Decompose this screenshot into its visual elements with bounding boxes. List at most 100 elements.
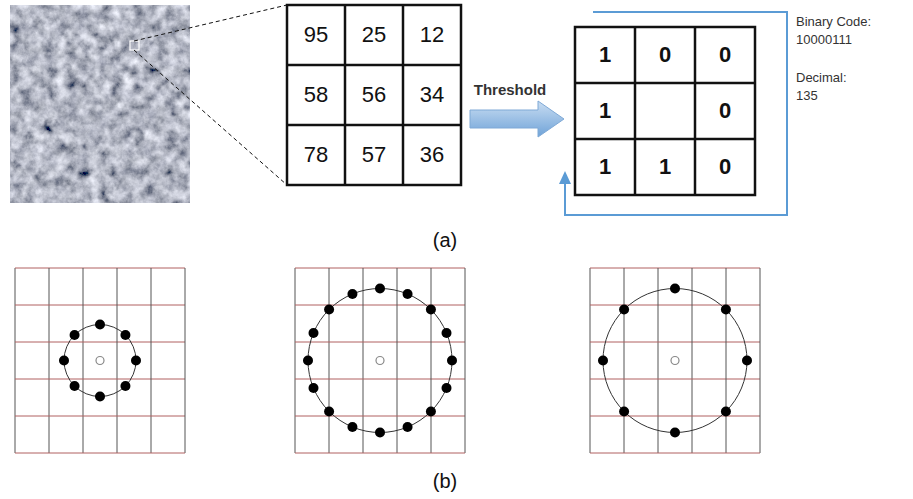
code-value: 135	[796, 89, 818, 103]
center-pixel	[671, 357, 679, 365]
table-cell: 34	[420, 83, 444, 107]
grid-line	[295, 268, 465, 269]
sampling-circle	[64, 325, 136, 397]
texture-photo	[10, 5, 190, 203]
table-cell: 0	[719, 43, 731, 67]
grid-line	[117, 268, 118, 453]
zoom-line	[134, 50, 287, 185]
table-cell: 78	[304, 143, 328, 167]
table-cell: 57	[362, 143, 386, 167]
grid-line	[15, 268, 185, 269]
grid-line	[624, 268, 625, 453]
block-arrow	[470, 101, 564, 137]
code-value: 10000111	[796, 33, 852, 47]
grid-line	[658, 268, 659, 453]
sample-point	[59, 356, 69, 366]
sample-point	[95, 392, 105, 402]
grid-line	[590, 268, 591, 453]
table-cell: 1	[599, 43, 611, 67]
grid-line	[49, 268, 50, 453]
sample-point	[447, 356, 457, 366]
grid-line	[590, 416, 760, 417]
grid-line	[575, 82, 755, 85]
sample-point	[70, 381, 80, 391]
grid-line	[694, 27, 697, 195]
sample-point	[347, 422, 357, 432]
grid-line	[15, 342, 185, 343]
sample-point	[131, 356, 141, 366]
grid-line	[295, 305, 465, 306]
sample-point	[70, 330, 80, 340]
grid-line	[590, 268, 760, 269]
grid-line	[590, 305, 760, 306]
grid-line	[575, 138, 755, 141]
grid-line	[344, 5, 347, 185]
binary-grid	[575, 27, 755, 195]
grid-line	[15, 305, 185, 306]
table-cell: 0	[719, 155, 731, 179]
table-cell: 95	[304, 23, 328, 47]
grid-line	[83, 268, 84, 453]
neighbourhood-grids	[15, 268, 760, 453]
table-cell: 0	[719, 99, 731, 123]
sample-point	[426, 305, 436, 315]
grid-line	[465, 268, 466, 453]
code-label: Binary Code:	[796, 15, 871, 29]
sample-point	[619, 305, 629, 315]
grid-line	[726, 268, 727, 453]
grid-line	[634, 27, 637, 195]
arrowhead	[559, 171, 571, 184]
grid-line	[185, 268, 186, 453]
panel-label: (a)	[433, 229, 457, 251]
grid-line	[287, 124, 461, 127]
grid-line	[295, 379, 465, 380]
sample-point	[324, 305, 334, 315]
sample-point	[442, 383, 452, 393]
table-cell: 1	[659, 155, 671, 179]
zoom-line	[134, 5, 287, 41]
grid-line	[15, 268, 16, 453]
sample-point	[442, 328, 452, 338]
table-cell: 56	[362, 83, 386, 107]
grid-line	[15, 379, 185, 380]
reading-bracket	[565, 12, 787, 215]
sample-point	[120, 330, 130, 340]
sample-point	[375, 284, 385, 294]
grid-line	[590, 379, 760, 380]
grid-line	[287, 64, 461, 67]
sample-point	[403, 422, 413, 432]
texture-photo	[10, 5, 190, 203]
grid-line	[329, 268, 330, 453]
grid-line	[760, 268, 761, 453]
grid-line	[402, 5, 405, 185]
threshold-label: Threshold	[474, 82, 547, 99]
sample-point	[670, 284, 680, 294]
sample-point	[120, 381, 130, 391]
table-cell: 36	[420, 143, 444, 167]
sample-point	[426, 406, 436, 416]
grid-line	[397, 268, 398, 453]
table-cell: 1	[599, 99, 611, 123]
table-cell: 1	[599, 155, 611, 179]
pixel-grid	[287, 5, 461, 185]
grid-line	[151, 268, 152, 453]
grid-line	[431, 268, 432, 453]
sample-point	[721, 305, 731, 315]
center-pixel	[376, 357, 384, 365]
grid-line	[295, 453, 465, 454]
sample-point	[347, 289, 357, 299]
grid-line	[692, 268, 693, 453]
sample-point	[670, 428, 680, 438]
code-label: Decimal:	[796, 71, 847, 85]
sample-point	[308, 383, 318, 393]
sample-point	[619, 406, 629, 416]
table-cell: 12	[420, 23, 444, 47]
sample-point	[303, 356, 313, 366]
sample-point	[324, 406, 334, 416]
grid-line	[295, 342, 465, 343]
grid-line	[15, 453, 185, 454]
sample-point	[742, 356, 752, 366]
grid-line	[295, 416, 465, 417]
sample-point	[308, 328, 318, 338]
